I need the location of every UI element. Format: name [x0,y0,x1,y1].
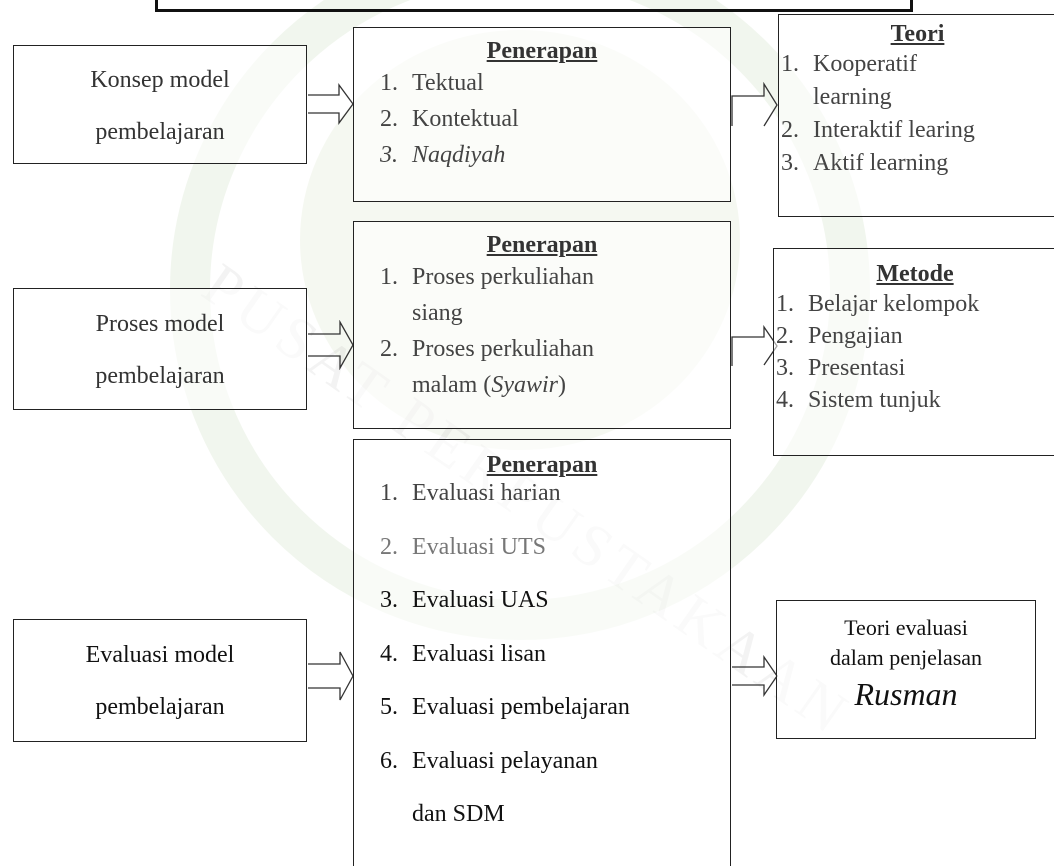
concept-application-heading: Penerapan [486,38,598,64]
method-list: 1.Belajar kelompok 2.Pengajian 3.Present… [776,288,1054,416]
method-heading: Metode [876,261,954,287]
list-item: 1.Belajar kelompok [776,291,980,317]
evaluation-box: Evaluasi model pembelajaran [13,619,307,742]
list-item: malam (Syawir) [412,372,566,398]
list-item: 1.Kooperatif [781,51,917,77]
list-item: 5.Evaluasi pembelajaran [380,694,630,720]
process-application-list: 1.Proses perkuliahan siang 2.Proses perk… [380,259,730,403]
evaluation-application-box: Penerapan 1.Evaluasi harian 2.Evaluasi U… [353,439,731,866]
process-application-heading: Penerapan [486,232,598,258]
theory-list: 1.Kooperatif learning 2.Interaktif leari… [781,48,1054,180]
list-item: 3.Aktif learning [781,150,949,176]
concept-label-line1: Konsep model [90,67,230,93]
list-item: 2.Pengajian [776,323,903,349]
arrow-process-to-application [307,320,355,370]
list-item: 2.Interaktif learing [781,117,975,143]
arrow-evaluation-to-application [307,650,355,702]
evaluation-application-list: 1.Evaluasi harian 2.Evaluasi UTS 3.Evalu… [380,467,730,842]
syawir-emphasis: Syawir [491,372,558,398]
evaluation-application-heading: Penerapan [486,452,598,478]
list-item: 3.Presentasi [776,355,906,381]
evaluation-theory-box: Teori evaluasi dalam penjelasan Rusman [776,600,1036,739]
list-item: dan SDM [412,801,505,827]
concept-application-list: 1.Tektual 2.Kontektual 3.Naqdiyah [380,65,730,173]
process-label-line2: pembelajaran [95,363,225,389]
arrow-application-to-evaluation-theory [731,655,779,697]
evaluation-theory-author: Rusman [854,676,958,712]
theory-heading: Teori [890,21,945,47]
evaluation-theory-line2: dalam penjelasan [829,645,983,670]
concept-application-box: Penerapan 1.Tektual 2.Kontektual 3.Naqdi… [353,27,731,202]
evaluation-label-line2: pembelajaran [95,694,225,720]
method-box: Metode 1.Belajar kelompok 2.Pengajian 3.… [773,248,1054,456]
list-item: 4.Evaluasi lisan [380,640,546,667]
evaluation-label-line1: Evaluasi model [85,642,235,668]
list-item: 4.Sistem tunjuk [776,387,941,413]
arrow-application-to-theory [731,82,779,128]
arrow-concept-to-application [307,83,355,125]
list-item: 2.Kontektual [380,106,519,132]
process-box: Proses model pembelajaran [13,288,307,410]
list-item: 2.Evaluasi UTS [380,533,546,560]
list-item: 1.Tektual [380,70,484,96]
concept-label-line2: pembelajaran [95,119,225,145]
list-item: learning [813,84,892,110]
list-item: siang [412,300,463,326]
list-item: 1.Proses perkuliahan [380,264,594,290]
process-application-box: Penerapan 1.Proses perkuliahan siang 2.P… [353,221,731,429]
list-item: 6.Evaluasi pelayanan [380,747,598,774]
process-label-line1: Proses model [95,311,225,337]
list-item: 3.Naqdiyah [380,142,506,168]
list-item: 1.Evaluasi harian [380,480,561,506]
concept-box: Konsep model pembelajaran [13,45,307,164]
list-item: 2.Proses perkuliahan [380,336,594,362]
arrow-application-to-method [731,325,779,367]
evaluation-theory-line1: Teori evaluasi [844,615,968,640]
theory-box: Teori 1.Kooperatif learning 2.Interaktif… [778,14,1054,217]
top-frame [155,0,913,12]
list-item: 3.Evaluasi UAS [380,587,549,613]
